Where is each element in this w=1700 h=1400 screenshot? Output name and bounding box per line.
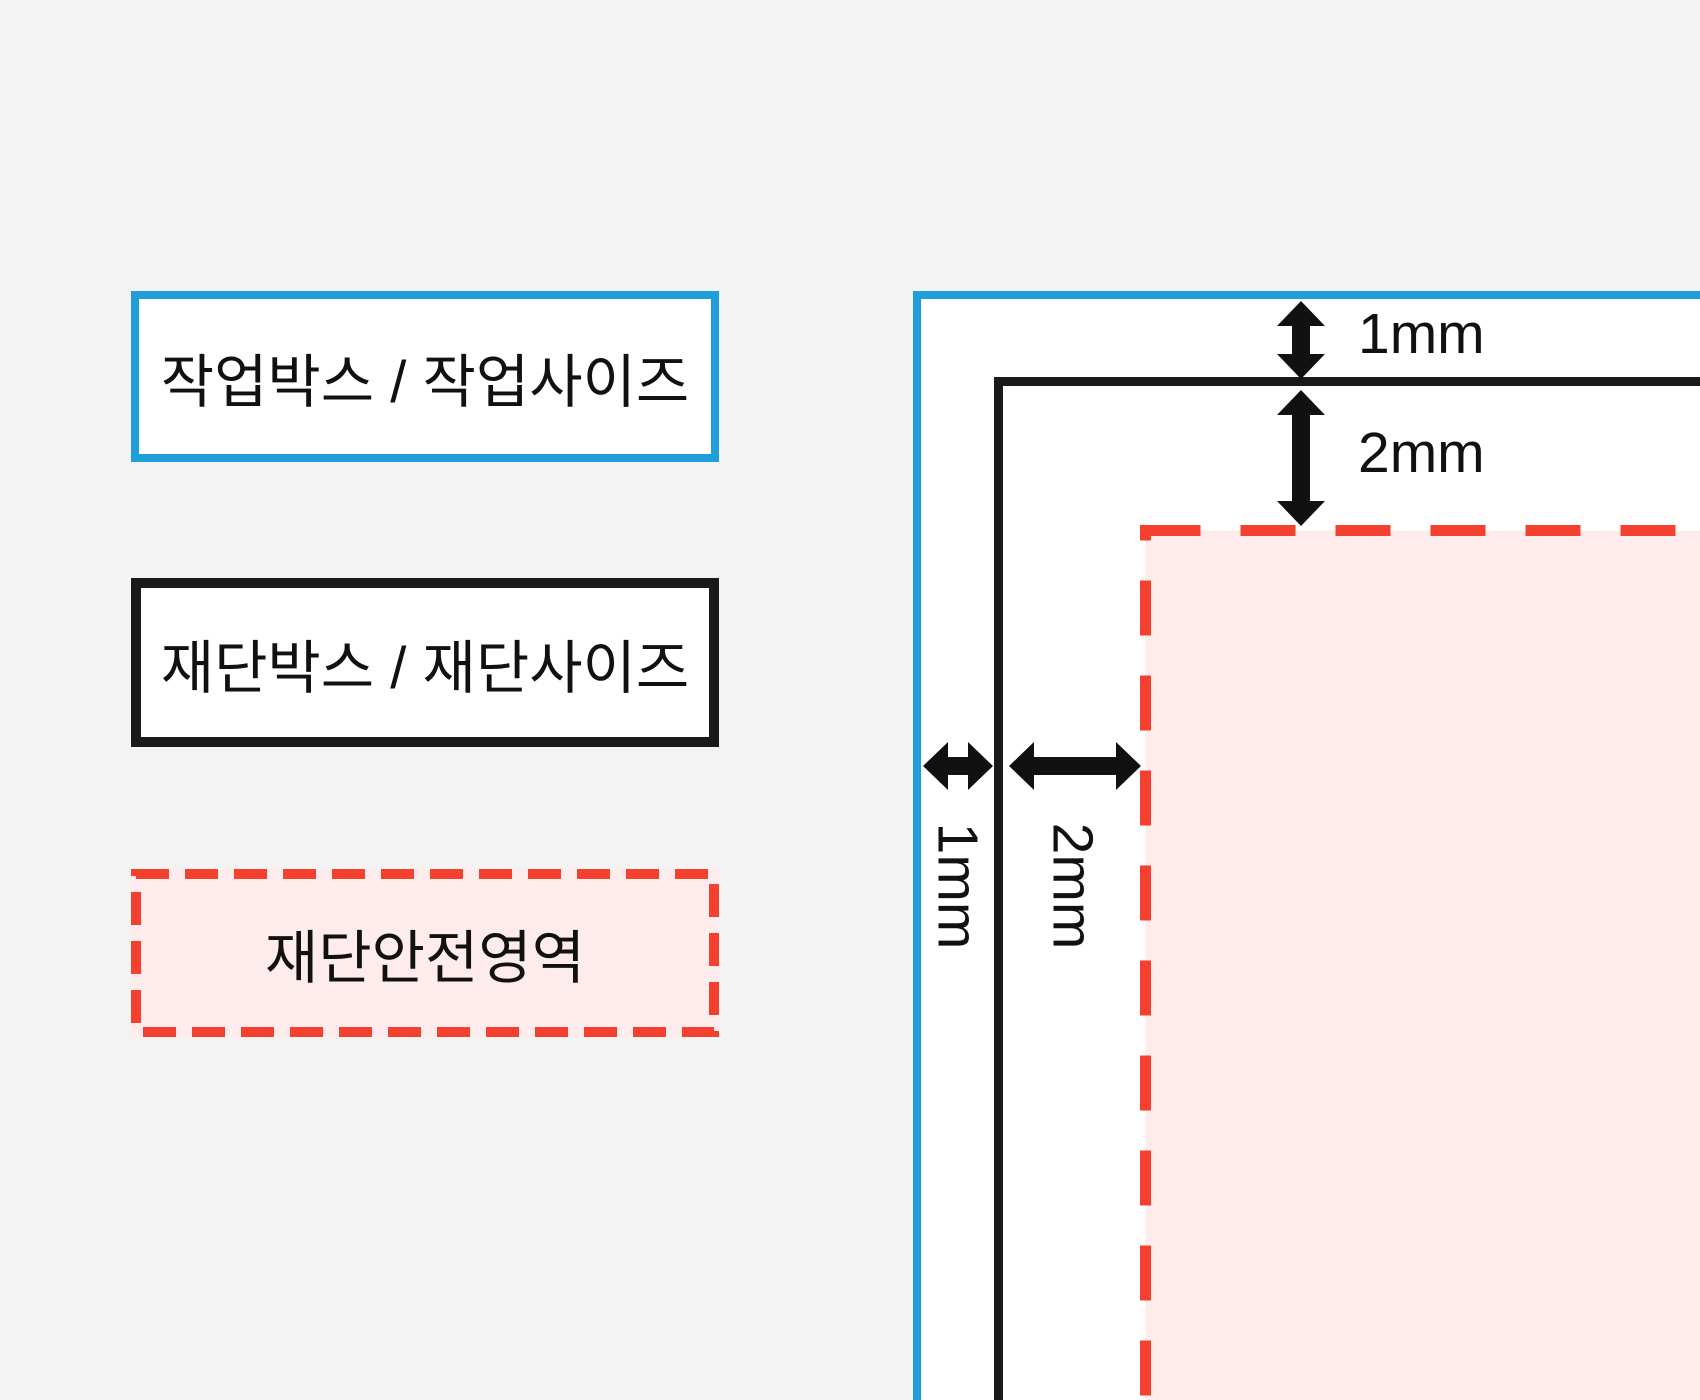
legend-work-box-label: 작업박스 / 작업사이즈	[160, 349, 690, 415]
dim-label-top-1mm: 1mm	[1358, 302, 1485, 366]
legend-safety-area-box: 재단안전영역	[131, 869, 719, 1037]
legend-safety-area-label: 재단안전영역	[264, 926, 586, 991]
legend-cut-box-label: 재단박스 / 재단사이즈	[160, 635, 690, 701]
dim-label-left-1mm: 1mm	[925, 822, 990, 950]
legend-cut-box: 재단박스 / 재단사이즈	[131, 578, 719, 747]
dim-label-left-2mm: 2mm	[1040, 822, 1105, 950]
dim-label-top-2mm: 2mm	[1358, 421, 1485, 485]
diagram-safety-area-outline	[1140, 525, 1700, 1400]
legend-safety-dashed-border	[131, 869, 719, 1037]
dim-arrow-left-2mm-icon	[1009, 742, 1141, 790]
legend-work-box: 작업박스 / 작업사이즈	[131, 291, 719, 462]
dim-arrow-left-1mm-icon	[923, 742, 993, 790]
dim-arrow-top-1mm-icon	[1277, 301, 1325, 379]
dim-arrow-top-2mm-icon	[1277, 390, 1325, 526]
